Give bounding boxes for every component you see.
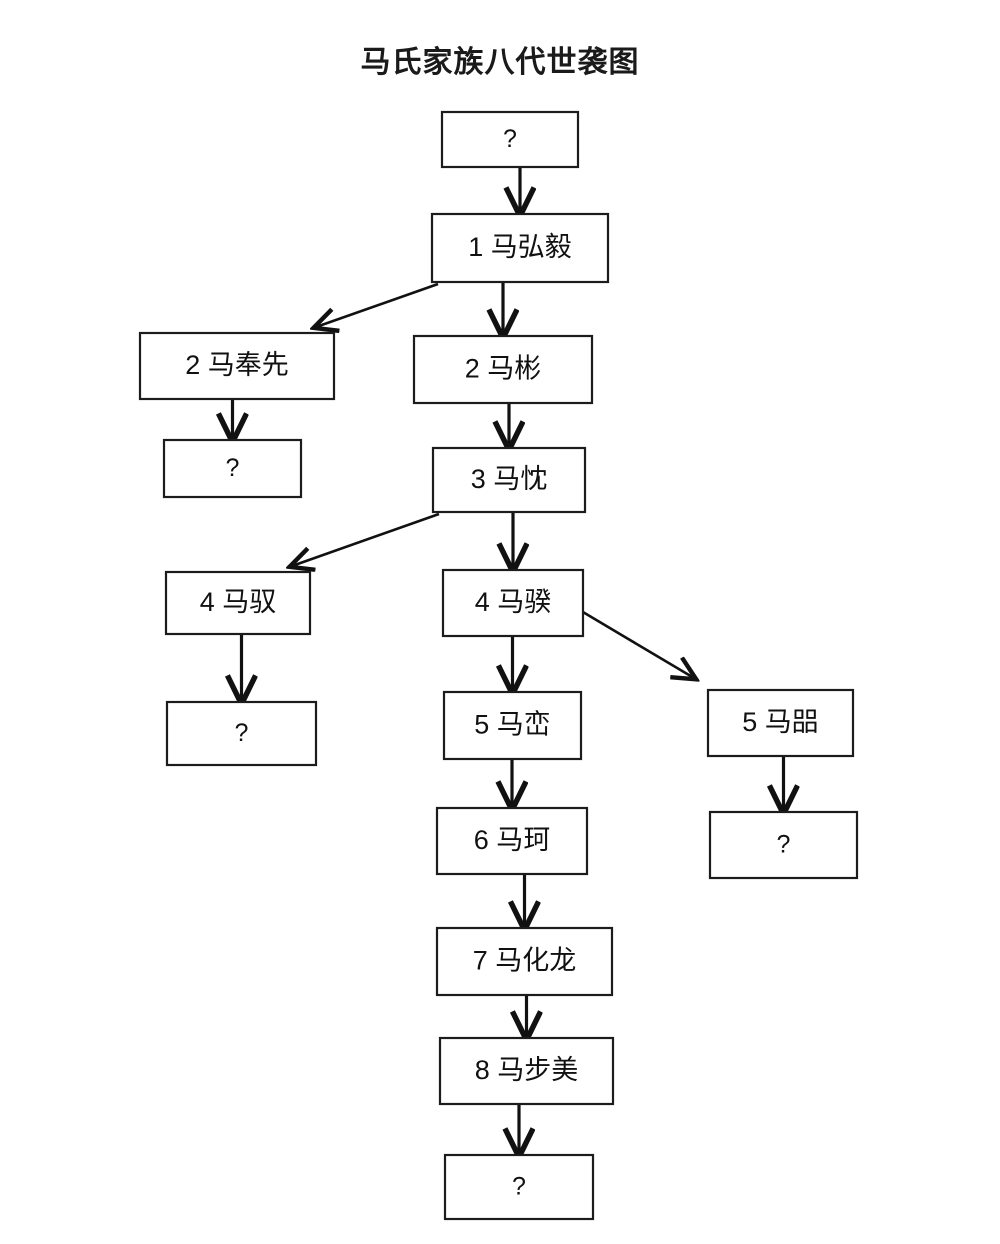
node-box[interactable] — [431, 446, 587, 514]
node-gen4[interactable]: 4 马驭 — [164, 570, 312, 636]
node-gen2[interactable]: 2 马彬 — [412, 334, 594, 405]
node-unknown[interactable]: ? — [440, 110, 580, 169]
node-unknown[interactable]: ? — [443, 1153, 595, 1221]
node-gen6[interactable]: 6 马珂 — [435, 806, 589, 876]
node-unknown[interactable]: ? — [165, 700, 318, 767]
node-unknown[interactable]: ? — [708, 810, 859, 880]
node-label: ? — [512, 1173, 526, 1201]
node-gen4[interactable]: 4 马骙 — [441, 568, 585, 638]
node-box[interactable] — [438, 1036, 615, 1106]
node-label: 2 马彬 — [465, 354, 542, 384]
node-label: ? — [777, 831, 791, 859]
node-box[interactable] — [138, 331, 336, 401]
node-label: 2 马奉先 — [185, 350, 289, 380]
node-label: 8 马步美 — [475, 1055, 579, 1085]
node-box[interactable] — [441, 568, 585, 638]
node-box[interactable] — [412, 334, 594, 405]
node-label: 4 马驭 — [200, 587, 277, 617]
node-gen1[interactable]: 1 马弘毅 — [430, 212, 610, 284]
node-label: ? — [226, 454, 240, 482]
node-gen8[interactable]: 8 马步美 — [438, 1036, 615, 1106]
page-title: 马氏家族八代世袭图 — [360, 46, 640, 79]
node-label: 5 马峦 — [474, 710, 551, 740]
node-unknown[interactable]: ? — [162, 438, 303, 499]
edges-layer — [233, 167, 784, 1154]
edge-n5-to-n6 — [292, 512, 440, 566]
node-label: ? — [503, 125, 517, 153]
node-label: 3 马忱 — [471, 464, 548, 494]
node-label: 1 马弘毅 — [468, 232, 572, 262]
edge-n1-to-n2 — [316, 282, 439, 327]
node-box[interactable] — [435, 926, 614, 997]
node-box[interactable] — [706, 688, 855, 758]
node-gen5[interactable]: 5 马㗊 — [706, 688, 855, 758]
node-box[interactable] — [164, 570, 312, 636]
node-label: 4 马骙 — [475, 587, 552, 617]
node-label: 5 马㗊 — [742, 707, 819, 737]
node-box[interactable] — [443, 1153, 595, 1221]
node-label: ? — [235, 719, 249, 747]
node-box[interactable] — [708, 810, 859, 880]
node-box[interactable] — [165, 700, 318, 767]
edge-n8-to-n10 — [580, 609, 694, 678]
node-label: 7 马化龙 — [473, 946, 577, 976]
node-gen7[interactable]: 7 马化龙 — [435, 926, 614, 997]
node-box[interactable] — [435, 806, 589, 876]
node-box[interactable] — [440, 110, 580, 169]
node-box[interactable] — [442, 690, 583, 761]
node-box[interactable] — [162, 438, 303, 499]
nodes-layer: ? 1 马弘毅 2 马奉先? 2 马彬 3 马忱 4 马驭? 4 马骙 5 马峦 5 马㗊? 6 … — [138, 110, 859, 1221]
node-gen5[interactable]: 5 马峦 — [442, 690, 583, 761]
node-label: 6 马珂 — [474, 825, 551, 855]
node-gen2[interactable]: 2 马奉先 — [138, 331, 336, 401]
node-gen3[interactable]: 3 马忱 — [431, 446, 587, 514]
node-box[interactable] — [430, 212, 610, 284]
